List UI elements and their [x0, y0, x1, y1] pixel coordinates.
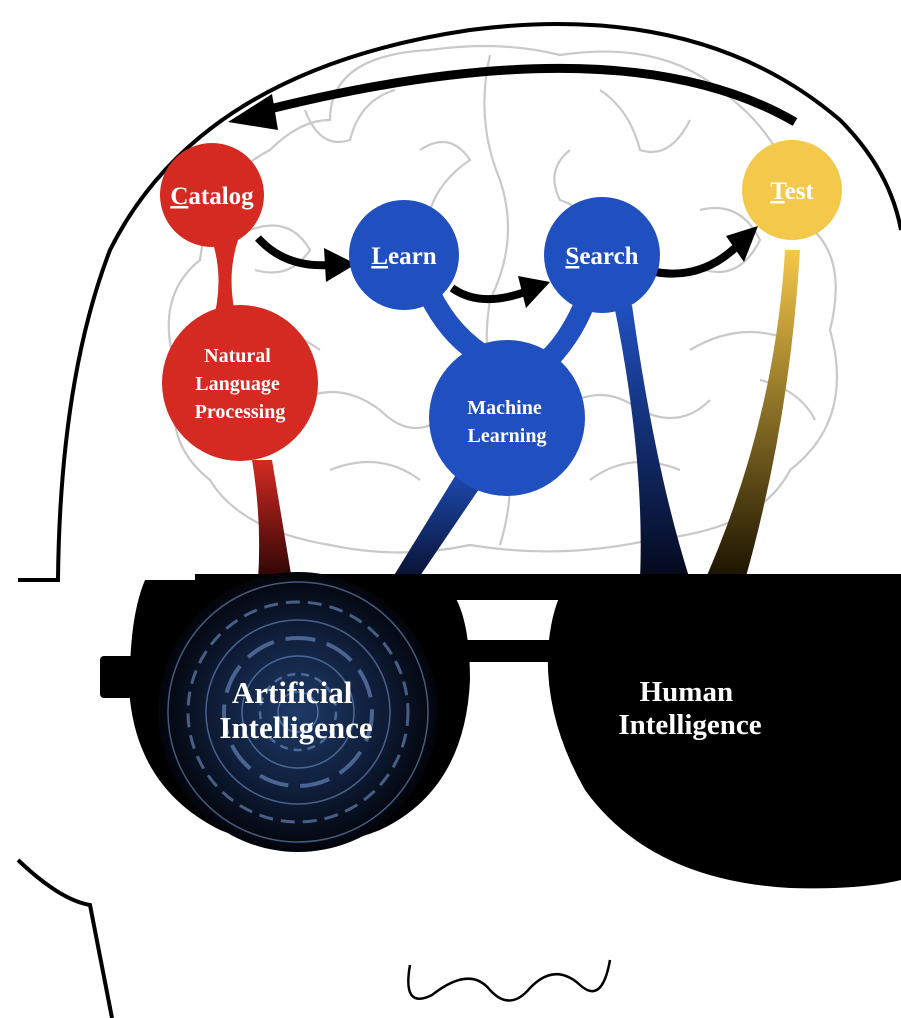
arrow-catalog-learn-head: [324, 248, 356, 282]
node-search: [544, 197, 660, 313]
node-test: [742, 140, 842, 240]
hi-label: Human Intelligence: [618, 676, 761, 741]
node-ml: [429, 340, 585, 496]
ml-label: Machine Learning: [467, 397, 546, 447]
arrow-search-test-head: [726, 226, 758, 262]
learn-label: Learn: [371, 243, 436, 270]
test-label: Test: [770, 178, 814, 205]
loop-back-arrow: [256, 63, 798, 126]
arrow-learn-search: [449, 284, 527, 304]
node-nlp: [162, 305, 318, 461]
mouth-squiggle: [407, 959, 612, 1002]
lens-right: [547, 580, 901, 889]
stem-test: [705, 250, 800, 580]
node-learn: [349, 200, 459, 310]
arrow-learn-search-head: [518, 276, 550, 308]
ai-glow: [158, 572, 438, 852]
nlp-label: Natural Language Processing: [195, 345, 286, 423]
loop-back-arrowhead: [228, 94, 278, 130]
face-outline: [16, 858, 114, 1018]
node-catalog: [160, 143, 264, 247]
stem-search: [615, 305, 690, 580]
head-outline: [18, 22, 901, 582]
ai-rings: [167, 581, 429, 843]
connector-catalog-nlp: [212, 240, 238, 325]
stem-nlp: [252, 460, 292, 580]
arrow-search-test: [654, 245, 738, 278]
ai-label: Artificial Intelligence: [219, 675, 372, 745]
arrow-catalog-learn: [255, 235, 331, 270]
catalog-label: Catalog: [170, 183, 254, 210]
glasses-bridge: [440, 640, 570, 662]
sunglasses: [100, 572, 901, 889]
connector-learn-ml: [420, 290, 495, 360]
stem-ml: [385, 460, 492, 598]
search-label: Search: [565, 243, 638, 270]
